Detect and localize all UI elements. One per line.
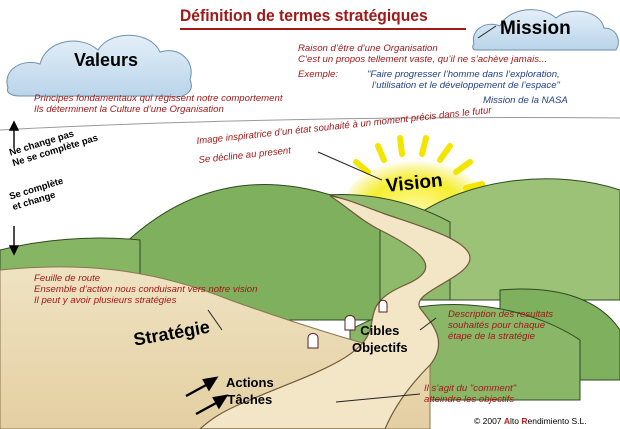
copyright-notice: © 2007 Alto Rendimiento S.L.	[474, 416, 587, 426]
copyright-brand-end: endimiento S.L.	[527, 416, 587, 426]
road-path	[199, 195, 471, 429]
page-title: Définition de termes stratégiques	[180, 6, 428, 25]
mission-quote-line-2: l’utilisation et le développement de l’e…	[372, 80, 560, 91]
copyright-brand-a: A	[503, 416, 511, 426]
actions-heading: Actions Tâches	[226, 374, 274, 408]
actions-desc-line-2: atteindre les objectifs	[424, 394, 515, 405]
mission-source: Mission de la NASA	[483, 95, 568, 106]
mission-cloud	[472, 9, 619, 51]
cibles-desc-line-1: Description des resultats	[448, 309, 554, 320]
pointer-lines	[207, 25, 497, 403]
mission-desc-line-1: Raison d’être d’une Organisation	[298, 43, 438, 54]
cibles-desc-line-2: souhaités pour chaque	[448, 320, 546, 331]
actions-desc-line-1: Il s’agit du "comment"	[424, 383, 517, 394]
mission-quote-line-1: "Faire progresser l’homme dans l’explora…	[367, 69, 560, 80]
strategie-desc-line-3: Il peut y avoir plusieurs stratégies	[34, 295, 177, 306]
strategie-desc-line-1: Feuille de route	[34, 273, 101, 284]
side-arrows	[8, 120, 20, 256]
cibles-heading-line-2: Objectifs	[352, 340, 408, 355]
valeurs-cloud	[6, 34, 192, 98]
actions-heading-line-1: Actions	[226, 375, 274, 390]
action-arrows	[185, 376, 229, 416]
actions-heading-line-2: Tâches	[227, 392, 273, 407]
cibles-heading-line-1: Cibles	[360, 323, 400, 338]
strategie-desc-line-2: Ensemble d’action nous conduisant vers n…	[34, 284, 258, 295]
cibles-desc-line-3: étape de la stratégie	[448, 331, 535, 342]
mission-example-label: Exemple:	[298, 69, 338, 80]
copyright-prefix: © 2007	[474, 416, 504, 426]
valeurs-desc-line-2: Ils déterminent la Culture d’une Organis…	[34, 104, 224, 115]
title-underline	[180, 28, 466, 30]
mission-desc-line-2: C’est un propos tellement vaste, qu’il n…	[298, 54, 548, 65]
copyright-brand-mid: lto	[510, 416, 522, 426]
cibles-heading: Cibles Objectifs	[352, 322, 408, 356]
copyright-brand-r: R	[521, 416, 528, 426]
valeurs-heading: Valeurs	[74, 50, 139, 70]
mission-heading: Mission	[500, 18, 571, 39]
horizon-line	[0, 117, 620, 131]
valeurs-desc-line-1: Principes fondamentaux qui régissent not…	[34, 93, 283, 104]
milestone-markers	[307, 299, 388, 349]
